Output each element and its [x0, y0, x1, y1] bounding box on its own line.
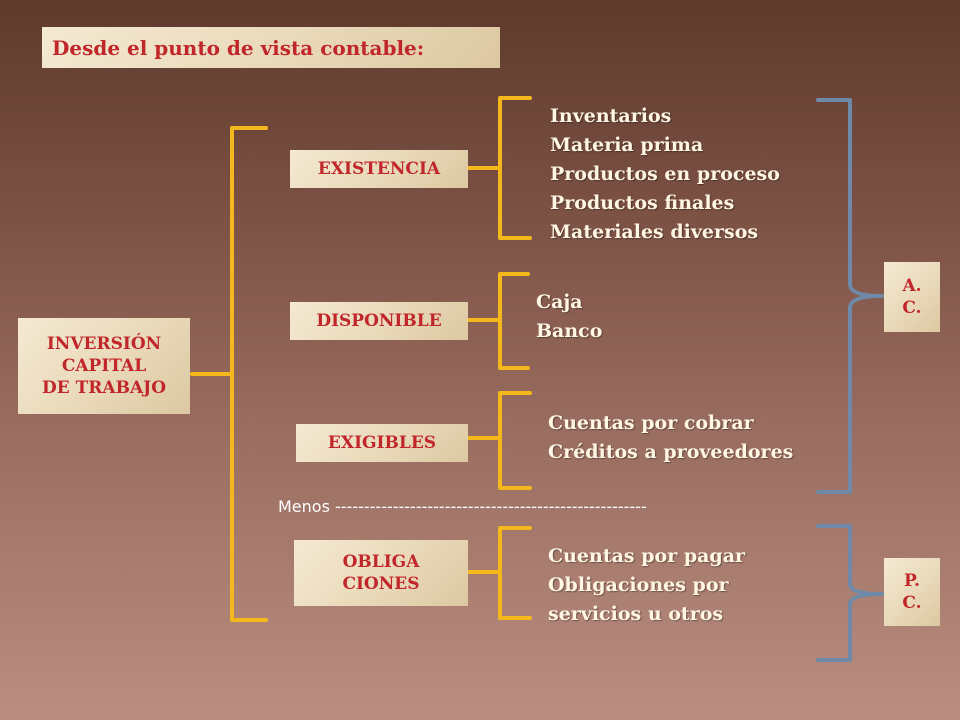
disponible-items: Caja Banco: [536, 288, 602, 346]
list-item: Inventarios: [550, 105, 672, 127]
obligaciones-items: Cuentas por pagar Obligaciones por servi…: [548, 542, 745, 629]
list-item: Productos finales: [550, 192, 735, 214]
list-item: Cuentas por pagar: [548, 545, 746, 567]
existencia-items: Inventarios Materia prima Productos en p…: [550, 102, 780, 247]
root-node-label: INVERSIÓN CAPITAL DE TRABAJO: [18, 318, 190, 414]
disponible-bracket: [498, 272, 530, 370]
exigibles-bracket: [498, 391, 532, 490]
ac-bracket: [816, 98, 884, 494]
list-item: Créditos a proveedores: [548, 441, 794, 463]
obligaciones-label: OBLIGA CIONES: [294, 540, 468, 606]
list-item: Cuentas por cobrar: [548, 412, 754, 434]
list-item: servicios u otros: [548, 603, 724, 625]
root-brace: [230, 126, 268, 622]
exigibles-label: EXIGIBLES: [296, 424, 468, 462]
list-item: Banco: [536, 320, 603, 342]
disponible-label: DISPONIBLE: [290, 302, 468, 340]
menos-separator: Menos ----------------------------------…: [278, 497, 647, 516]
list-item: Materia prima: [550, 134, 704, 156]
existencia-bracket: [498, 96, 532, 240]
pc-label: P. C.: [884, 558, 940, 626]
list-item: Productos en proceso: [550, 163, 780, 185]
pc-bracket: [816, 524, 884, 662]
page-title: Desde el punto de vista contable:: [42, 27, 500, 68]
existencia-label: EXISTENCIA: [290, 150, 468, 188]
ac-label: A. C.: [884, 262, 940, 332]
list-item: Obligaciones por: [548, 574, 729, 596]
list-item: Materiales diversos: [550, 221, 759, 243]
exigibles-items: Cuentas por cobrar Créditos a proveedore…: [548, 409, 793, 467]
list-item: Caja: [536, 291, 583, 313]
obligaciones-bracket: [498, 526, 532, 620]
